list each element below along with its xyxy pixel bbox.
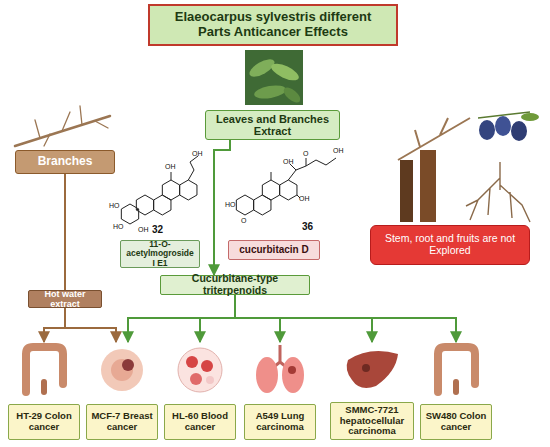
- colon-organ: [26, 347, 63, 392]
- compound-number: 32: [152, 225, 163, 235]
- blood-cell: [186, 356, 198, 368]
- atom-label: OH: [165, 163, 176, 170]
- leaf: [253, 83, 287, 100]
- atom-label: HO: [113, 223, 124, 230]
- box-label: Hot water extract: [32, 289, 98, 309]
- tumor: [122, 359, 134, 371]
- breast-tissue: [111, 359, 133, 381]
- box-label: 11-O-acetylmogroside I E1: [124, 240, 196, 269]
- ring: [180, 180, 197, 200]
- cancer-box: SW480 Colon cancer: [420, 342, 492, 440]
- connector-arrow: [128, 295, 235, 342]
- cancer-box: MCF-7 Breast cancer: [86, 342, 158, 440]
- ring: [162, 180, 179, 200]
- compound-number: 36: [302, 222, 313, 232]
- compound-box: 11-O-acetylmogroside I E1: [120, 240, 200, 268]
- bond: [271, 158, 336, 198]
- atom-label: OH: [192, 150, 203, 157]
- cancer-label: SMMC-7721 hepatocellular carcinoma: [330, 402, 414, 440]
- blood-drop: [178, 348, 222, 392]
- box-label: cucurbitacin D: [239, 244, 308, 255]
- root: [466, 162, 530, 222]
- blood-cell: [190, 373, 202, 385]
- part-box: Branches: [15, 150, 115, 174]
- liver-organ: [347, 351, 398, 388]
- colon-organ: [438, 347, 475, 392]
- branch-drawing: [15, 106, 110, 146]
- lung-lobe: [282, 357, 304, 393]
- olive-fruit: [511, 121, 527, 141]
- ring: [236, 195, 253, 215]
- connector-arrow: [65, 308, 116, 342]
- connector-arrow: [235, 295, 456, 342]
- leaf-photo: [245, 50, 303, 105]
- white-cell: [206, 376, 214, 384]
- cancer-box: A549 Lung carcinoma: [244, 342, 316, 440]
- cancer-box: HT-29 Colon cancer: [8, 342, 80, 440]
- leaf: [269, 60, 301, 84]
- breast-organ: [101, 349, 143, 391]
- box-label: Branches: [38, 155, 93, 168]
- atom-label: OH: [299, 195, 310, 202]
- connector-arrow: [64, 174, 66, 290]
- extract-box: Hot water extract: [28, 290, 102, 308]
- rectum: [453, 382, 459, 392]
- organ-illustrations: [26, 345, 475, 393]
- atom-label: HO: [109, 202, 120, 209]
- twig: [35, 106, 108, 146]
- cancer-box: SMMC-7721 hepatocellular carcinoma: [330, 342, 414, 440]
- leaf: [281, 85, 303, 106]
- cancer-label: SW480 Colon cancer: [420, 404, 492, 440]
- tumor: [362, 364, 370, 372]
- molecule-structure: [236, 158, 336, 215]
- cancer-label: MCF-7 Breast cancer: [86, 404, 158, 440]
- ring: [136, 195, 153, 215]
- ring: [262, 180, 279, 200]
- atom-label: HO: [225, 201, 236, 208]
- cancer-box: HL-60 Blood cancer: [164, 342, 236, 440]
- olive-fruit: [495, 116, 511, 136]
- cancer-label: A549 Lung carcinoma: [244, 404, 316, 440]
- plant-parts: [398, 112, 539, 222]
- stem-trunk: [400, 160, 413, 222]
- photo-frame: [245, 50, 303, 105]
- lung-lobe: [256, 357, 278, 393]
- stem-trunk: [420, 150, 436, 222]
- olive-leaf: [521, 113, 539, 121]
- title-banner: Elaeocarpus sylvestris different Parts A…: [148, 4, 398, 46]
- extract-box: Leaves and Branches Extract: [205, 110, 340, 140]
- class-box: Cucurbitane-type triterpenoids: [160, 275, 310, 295]
- cancer-label: HL-60 Blood cancer: [164, 404, 236, 440]
- atom-label: O: [303, 150, 308, 157]
- blood-cell: [201, 360, 213, 372]
- connector-arrow: [44, 308, 65, 342]
- olive-fruit: [479, 120, 495, 140]
- atom-label: OH: [333, 147, 344, 154]
- connector-arrow: [200, 295, 235, 342]
- atom-label: OH: [138, 226, 149, 233]
- note-box: Stem, root and fruits are not Explored: [370, 225, 530, 265]
- cancer-label: HT-29 Colon cancer: [8, 404, 80, 440]
- rectum: [41, 382, 47, 392]
- bond: [136, 156, 198, 210]
- compound-box: cucurbitacin D: [228, 240, 320, 260]
- atom-label: OH: [283, 158, 294, 165]
- box-label: Leaves and Branches Extract: [209, 113, 336, 138]
- box-label: Cucurbitane-type triterpenoids: [164, 273, 306, 297]
- ring: [280, 180, 297, 200]
- atom-label: O: [241, 217, 246, 224]
- box-label: Stem, root and fruits are not Explored: [374, 233, 526, 257]
- tumor: [288, 366, 296, 374]
- molecule-structure: [121, 156, 198, 224]
